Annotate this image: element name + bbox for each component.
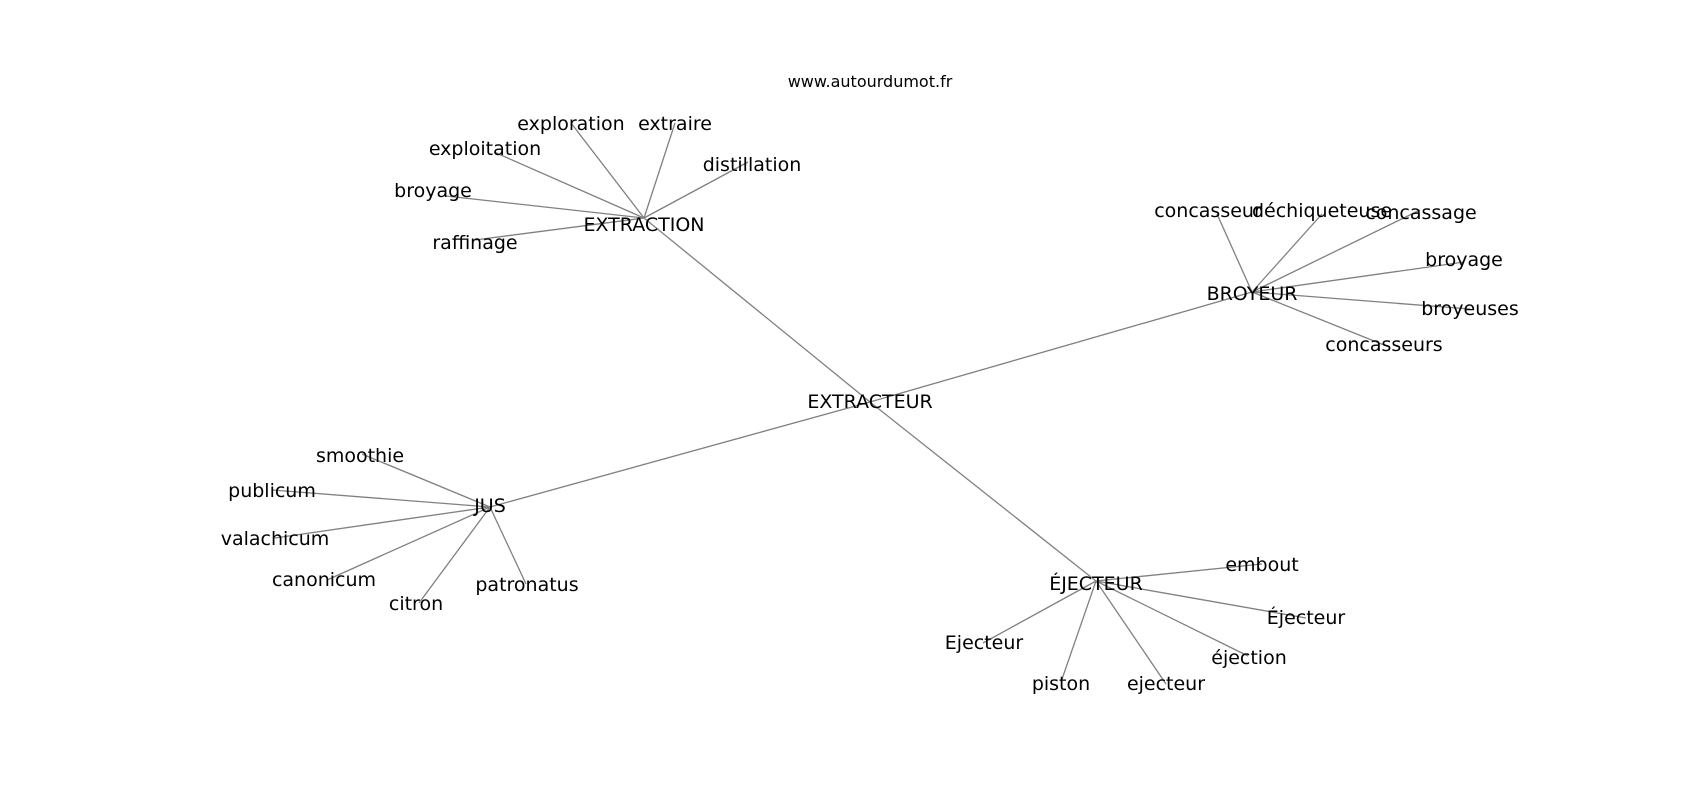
node-leaf-extraction-raffinage: raffinage (432, 232, 517, 254)
node-leaf-jus-smoothie: smoothie (316, 445, 404, 467)
edge-ejecteur-piston (1060, 580, 1097, 683)
edge-center-jus (489, 401, 871, 508)
edge-extraction-raffinage (474, 217, 645, 241)
edge-broyeur-concasseur (1216, 213, 1253, 293)
edge-ejecteur-ejecteur-lower (1095, 580, 1167, 685)
node-leaf-broyeur-concasseurs: concasseurs (1325, 334, 1442, 356)
edge-jus-canonicum (326, 506, 491, 581)
edge-jus-citron (418, 506, 491, 604)
edge-jus-patronatus (489, 506, 527, 585)
edge-broyeur-broyage (1251, 261, 1465, 293)
edge-ejecteur-embout (1095, 563, 1263, 582)
node-leaf-broyeur-concassage: concassage (1365, 202, 1476, 224)
node-leaf-jus-publicum: publicum (228, 480, 316, 502)
node-leaf-jus-patronatus: patronatus (475, 574, 578, 596)
graph-edges (271, 122, 1471, 685)
node-leaf-extraction-extraire: extraire (638, 113, 712, 135)
node-hub-extraction: EXTRACTION (583, 214, 704, 236)
edge-extraction-exploitation (493, 151, 645, 219)
node-leaf-jus-canonicum: canonicum (272, 569, 376, 591)
node-leaf-jus-citron: citron (389, 593, 443, 615)
node-leaf-extraction-exploitation: exploitation (429, 138, 541, 160)
node-leaf-ejecteur-ejection: éjection (1211, 647, 1287, 669)
node-leaf-ejecteur-ejecteur-lower: ejecteur (1127, 673, 1205, 695)
node-leaf-jus-valachicum: valachicum (221, 528, 330, 550)
node-leaf-ejecteur-ejecteur-cap: Éjecteur (1267, 606, 1346, 629)
edge-jus-publicum (271, 489, 491, 508)
edge-jus-valachicum (274, 506, 491, 539)
node-leaf-broyeur-broyeuses: broyeuses (1421, 298, 1519, 320)
graph-labels: EXTRACTEUR EXTRACTION exploration extraire e… (221, 113, 1519, 695)
edge-ejecteur-ejection (1095, 580, 1249, 657)
edge-jus-smoothie (361, 453, 491, 508)
node-leaf-broyeur-broyage: broyage (1425, 249, 1503, 271)
edge-center-ejecteur (869, 401, 1097, 582)
node-leaf-ejecteur-embout: embout (1225, 554, 1298, 576)
node-hub-jus: JUS (473, 495, 506, 517)
node-leaf-broyeur-dechiqueteuse: déchiqueteuse (1252, 200, 1392, 222)
node-leaf-extraction-broyage: broyage (394, 180, 472, 202)
edge-ejecteur-ejecteur-cap (1095, 580, 1307, 619)
edge-extraction-broyage (445, 195, 645, 219)
edge-extraction-extraire (643, 122, 676, 219)
edge-extraction-exploration (570, 122, 645, 219)
node-hub-broyeur: BROYEUR (1207, 283, 1298, 305)
node-leaf-broyeur-concasseur: concasseur (1154, 200, 1262, 222)
edge-ejecteur-ejecteur-plain (982, 580, 1097, 644)
edge-broyeur-concasseurs (1251, 291, 1385, 346)
node-center: EXTRACTEUR (807, 391, 932, 413)
node-leaf-ejecteur-ejecteur-plain: Ejecteur (945, 632, 1024, 654)
edge-broyeur-dechiqueteuse (1251, 213, 1323, 293)
node-leaf-extraction-distillation: distillation (703, 154, 802, 176)
node-leaf-ejecteur-piston: piston (1032, 673, 1090, 695)
edge-center-extraction (643, 217, 871, 403)
node-leaf-extraction-exploration: exploration (517, 113, 624, 135)
edge-extraction-distillation (643, 161, 749, 219)
node-hub-ejecteur: ÉJECTEUR (1049, 572, 1143, 595)
edge-broyeur-broyeuses (1251, 291, 1471, 310)
edge-center-broyeur (869, 291, 1253, 403)
watermark-text: www.autourdumot.fr (788, 72, 953, 91)
edge-broyeur-concassage (1251, 209, 1421, 293)
